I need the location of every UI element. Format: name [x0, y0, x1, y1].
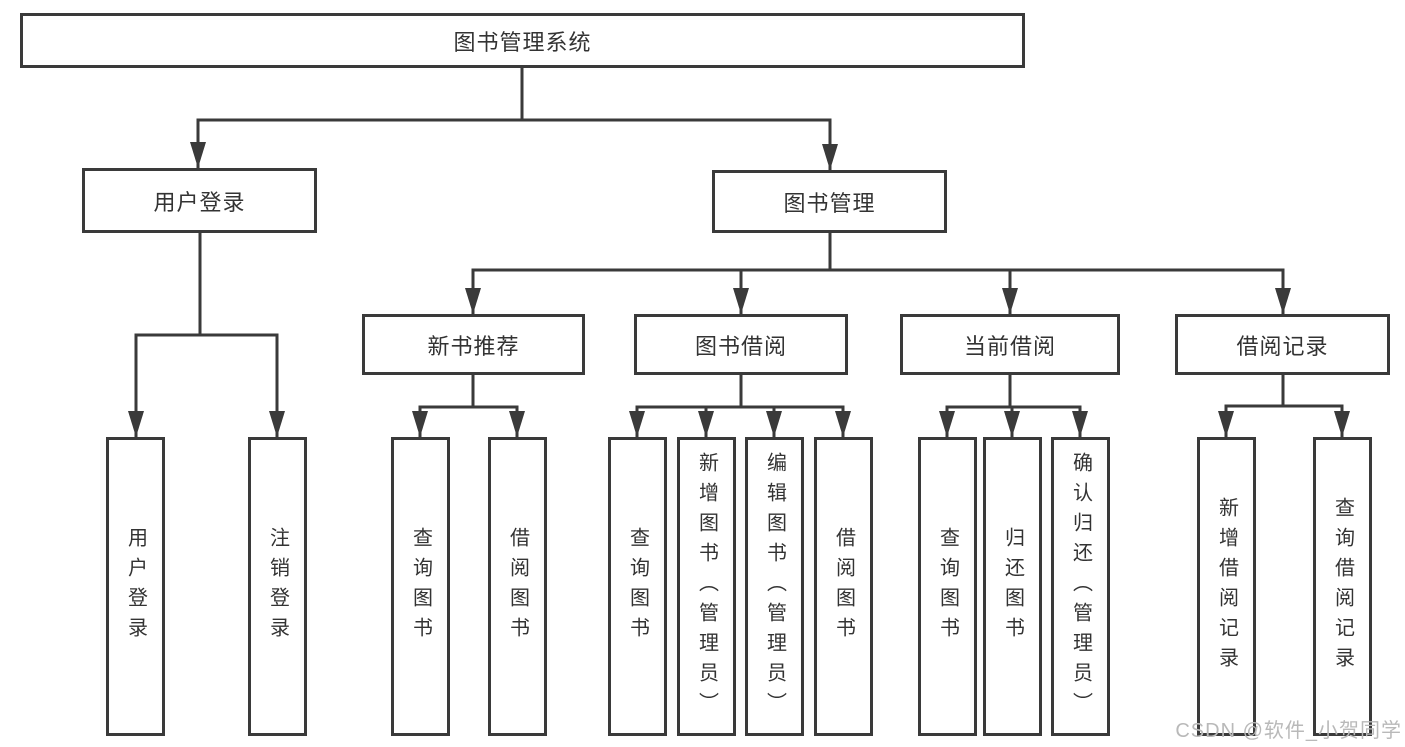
watermark: CSDN @软件_小贺同学: [1175, 720, 1402, 742]
node-label: 用户登录: [153, 189, 246, 215]
node-label: 归还图书: [1001, 526, 1024, 647]
node-label: 借阅记录: [1236, 333, 1329, 359]
node-user-login: 用户登录: [82, 168, 317, 233]
node-label: 新书推荐: [427, 333, 520, 359]
node-label: 图书借阅: [694, 333, 787, 359]
node-label: 当前借阅: [963, 333, 1056, 359]
node-label: 查询图书: [936, 526, 959, 647]
leaf-query-books-current: 查询图书: [918, 437, 977, 736]
node-label: 查询图书: [409, 526, 432, 647]
node-label: 借阅图书: [832, 526, 855, 647]
leaf-query-books-recommend: 查询图书: [391, 437, 450, 736]
leaf-borrow-books: 借阅图书: [814, 437, 873, 736]
node-library-system: 图书管理系统: [20, 13, 1025, 68]
leaf-query-borrow-record: 查询借阅记录: [1313, 437, 1372, 736]
leaf-borrow-books-recommend: 借阅图书: [488, 437, 547, 736]
node-label: 用户登录: [124, 526, 147, 647]
node-new-book-recommend: 新书推荐: [362, 314, 585, 375]
leaf-logout: 注销登录: [248, 437, 307, 736]
node-label: 图书管理系统: [453, 29, 592, 55]
leaf-edit-book-admin: 编辑图书（管理员）: [745, 437, 804, 736]
node-label: 借阅图书: [506, 526, 529, 647]
leaf-add-borrow-record: 新增借阅记录: [1197, 437, 1256, 736]
leaf-confirm-return-admin: 确认归还（管理员）: [1051, 437, 1110, 736]
leaf-return-books: 归还图书: [983, 437, 1042, 736]
node-label: 图书管理: [783, 190, 876, 216]
node-book-management: 图书管理: [712, 170, 947, 233]
node-label: 新增图书（管理员）: [695, 451, 718, 722]
node-current-borrowing: 当前借阅: [900, 314, 1120, 375]
node-label: 新增借阅记录: [1215, 496, 1238, 677]
node-label: 确认归还（管理员）: [1069, 451, 1092, 722]
leaf-add-book-admin: 新增图书（管理员）: [677, 437, 736, 736]
leaf-query-books-borrowing: 查询图书: [608, 437, 667, 736]
node-label: 查询借阅记录: [1331, 496, 1354, 677]
node-label: 查询图书: [626, 526, 649, 647]
node-label: 编辑图书（管理员）: [763, 451, 786, 722]
node-borrowing-records: 借阅记录: [1175, 314, 1390, 375]
node-label: 注销登录: [266, 526, 289, 647]
leaf-user-login: 用户登录: [106, 437, 165, 736]
node-book-borrowing: 图书借阅: [634, 314, 848, 375]
